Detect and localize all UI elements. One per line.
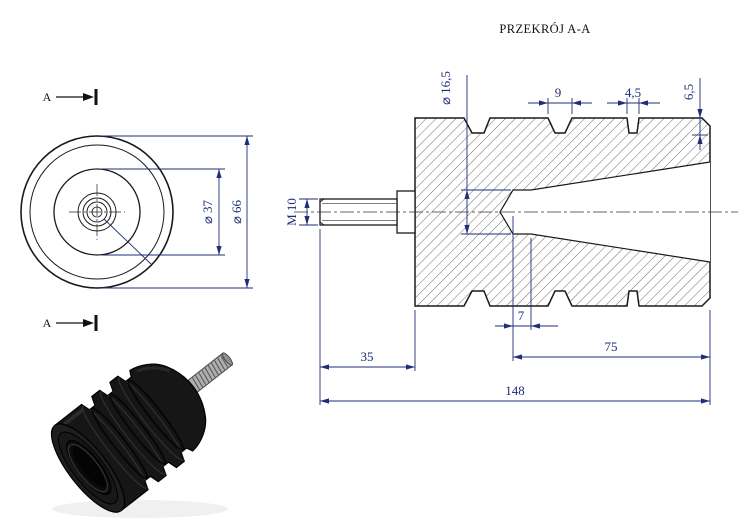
render-body	[53, 363, 207, 512]
dimension-d66: ⌀ 66	[101, 135, 253, 289]
dim-d37-label: ⌀ 37	[200, 199, 215, 224]
section-title: PRZEKRÓJ A-A	[499, 22, 590, 36]
stud-chamfer	[319, 198, 325, 203]
section-mark-top: A	[43, 89, 98, 105]
dim-bore-diameter-label: ⌀ 16,5	[438, 71, 453, 105]
dim-cone-length-label: 75	[605, 339, 618, 354]
front-view: A A ⌀ 37 ⌀ 66	[20, 89, 253, 331]
dimension-stud-length: 35	[319, 229, 416, 405]
render-shadow	[52, 500, 228, 518]
dim-d66-label: ⌀ 66	[229, 199, 244, 224]
section-arrow-icon	[83, 319, 94, 327]
dim-groove-width-label: 9	[555, 85, 562, 100]
render-stud	[187, 352, 233, 393]
bore-cone-outline	[499, 161, 711, 263]
render-3d	[50, 352, 233, 513]
section-mark-bottom: A	[43, 315, 98, 331]
dimension-bore-diameter: ⌀ 16,5	[438, 71, 511, 235]
dim-stud-length-label: 35	[361, 349, 374, 364]
dimension-d37: ⌀ 37	[101, 168, 225, 256]
dimension-overall-length: 148	[320, 383, 710, 404]
dimension-tip-length: 7	[495, 216, 558, 361]
section-arrow-icon	[83, 93, 94, 101]
dim-slot-width-label: 4,5	[625, 85, 641, 100]
render-bore-highlight	[67, 443, 109, 493]
rim-circle	[29, 144, 165, 280]
dim-overall-length-label: 148	[505, 383, 525, 398]
dimension-top-offset: 6,5	[681, 78, 708, 150]
render-bore-depth	[72, 444, 108, 488]
stud-chamfer	[319, 221, 325, 226]
inner-diameter-circle	[53, 168, 141, 256]
outer-diameter-circle	[20, 135, 174, 289]
dimension-slot-width: 4,5	[607, 85, 660, 114]
section-view: PRZEKRÓJ A-A ⌀ 16,5	[284, 22, 738, 405]
dimension-cone-length: 75	[513, 310, 711, 405]
thread-major-circle	[86, 201, 108, 223]
section-label-top: A	[43, 90, 52, 104]
dimension-groove-width: 9	[528, 85, 592, 114]
dim-tip-length-label: 7	[518, 308, 525, 323]
dimension-thread: M 10	[284, 198, 318, 226]
section-label-bottom: A	[43, 316, 52, 330]
dim-top-offset-label: 6,5	[681, 84, 696, 100]
leader-line	[103, 218, 152, 265]
dim-thread-label: M 10	[284, 198, 299, 226]
